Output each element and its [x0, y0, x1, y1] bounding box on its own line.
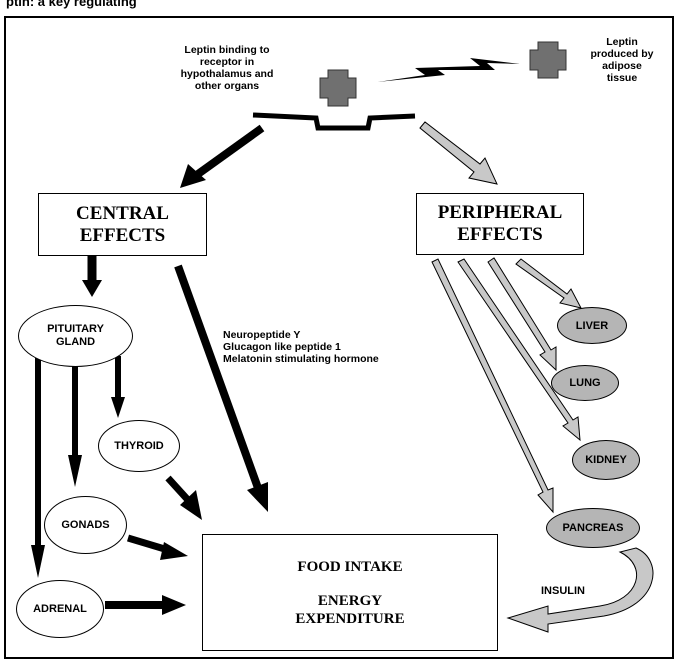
- receptor-label-line: other organs: [194, 80, 260, 92]
- neuropeptide-list: Neuropeptide Y Glucagon like peptide 1 M…: [223, 329, 423, 365]
- arrow-pituitary-to-adrenal: [31, 356, 45, 578]
- receptor-membrane: [252, 112, 416, 131]
- node-label: GLAND: [55, 336, 96, 348]
- food-intake-energy-box: FOOD INTAKE ENERGY EXPENDITURE: [202, 534, 498, 651]
- node-label: GONADS: [61, 519, 110, 531]
- node-gonads: GONADS: [44, 496, 127, 554]
- leptin-molecule-receptor: [319, 69, 357, 107]
- central-box-line: CENTRAL: [76, 202, 169, 224]
- neuropeptide-item: Neuropeptide Y: [223, 329, 301, 341]
- node-label: ADRENAL: [33, 603, 87, 615]
- node-label: KIDNEY: [585, 454, 627, 466]
- arrow-peripheral-to-lung: [487, 257, 557, 372]
- arrow-insulin: [506, 547, 654, 633]
- receptor-label-line: hypothalamus and: [180, 68, 274, 80]
- arrow-central-to-pituitary: [82, 256, 102, 297]
- node-label: LIVER: [575, 319, 609, 332]
- node-label: PITUITARY: [47, 323, 104, 335]
- node-thyroid: THYROID: [98, 420, 180, 472]
- node-kidney: KIDNEY: [572, 440, 640, 480]
- peripheral-effects-box: PERIPHERAL EFFECTS: [416, 193, 584, 255]
- central-box-line: EFFECTS: [79, 224, 166, 246]
- adipose-label-line: tissue: [606, 72, 638, 84]
- arrow-to-peripheral: [419, 121, 498, 185]
- diagram-frame: [4, 16, 674, 659]
- arrow-adrenal-to-food: [105, 595, 186, 615]
- node-label: PANCREAS: [562, 522, 624, 534]
- arrow-to-central: [180, 124, 265, 188]
- leptin-molecule-adipose: [529, 41, 567, 79]
- node-lung: LUNG: [551, 365, 619, 401]
- receptor-label-line: receptor in: [199, 56, 255, 68]
- receptor-label: Leptin binding to receptor in hypothalam…: [167, 44, 287, 92]
- energy-label: ENERGY: [317, 592, 383, 609]
- peripheral-box-line: PERIPHERAL: [437, 202, 563, 223]
- arrow-peripheral-to-liver: [515, 258, 582, 309]
- node-adrenal: ADRENAL: [16, 580, 104, 638]
- insulin-label: INSULIN: [541, 585, 585, 597]
- central-effects-box: CENTRAL EFFECTS: [38, 193, 207, 256]
- peripheral-box-line: EFFECTS: [457, 224, 543, 245]
- receptor-label-line: Leptin binding to: [184, 44, 270, 56]
- neuropeptide-item: Melatonin stimulating hormone: [223, 353, 379, 365]
- node-pancreas: PANCREAS: [546, 508, 640, 548]
- adipose-label-line: Leptin: [606, 36, 638, 48]
- arrow-peripheral-to-kidney: [457, 258, 581, 442]
- neuropeptide-item: Glucagon like peptide 1: [223, 341, 341, 353]
- arrow-thyroid-to-food: [165, 475, 202, 520]
- expenditure-label: EXPENDITURE: [295, 610, 405, 627]
- arrow-pituitary-to-gonads: [68, 360, 82, 487]
- food-intake-label: FOOD INTAKE: [297, 558, 403, 575]
- leptin-signal-bolt: [378, 58, 520, 82]
- node-pituitary-gland: PITUITARY GLAND: [18, 305, 133, 367]
- arrow-central-to-food: [174, 264, 268, 512]
- header-text: ptin: a key regulating: [6, 0, 137, 9]
- adipose-label: Leptin produced by adipose tissue: [582, 36, 662, 84]
- arrow-pituitary-to-thyroid: [111, 356, 125, 418]
- adipose-label-line: produced by: [590, 48, 654, 60]
- node-label: LUNG: [569, 377, 601, 389]
- node-liver: LIVER: [557, 307, 627, 344]
- arrow-peripheral-to-pancreas: [431, 258, 554, 514]
- adipose-label-line: adipose: [602, 60, 642, 72]
- node-label: THYROID: [114, 440, 164, 452]
- arrow-gonads-to-food: [126, 534, 188, 560]
